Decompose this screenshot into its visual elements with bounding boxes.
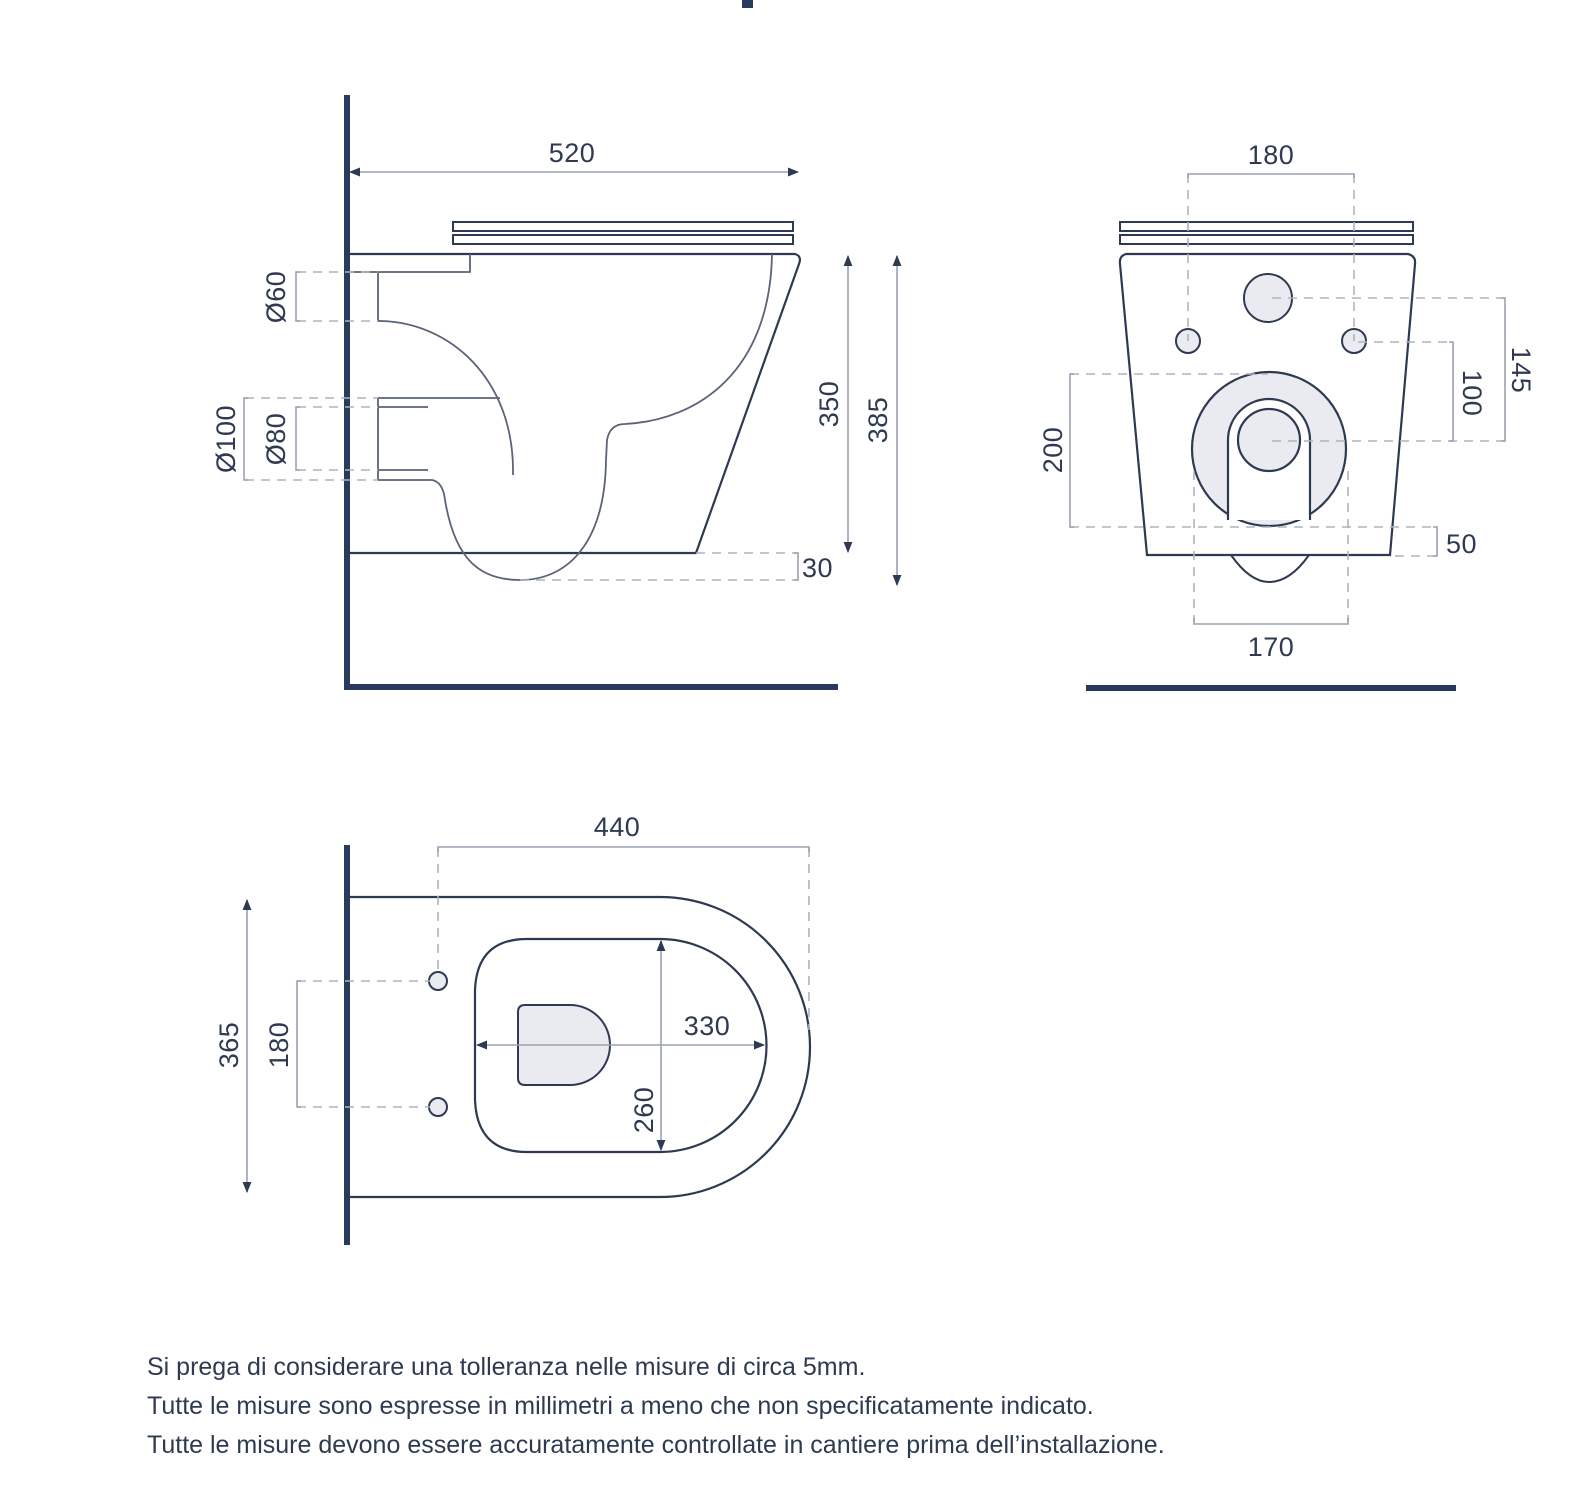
dim-outlet-width-170: 170 xyxy=(1248,632,1295,662)
dim-width-365: 365 xyxy=(214,1022,244,1069)
dim-width-520: 520 xyxy=(549,138,596,168)
note-units: Tutte le misure sono espresse in millime… xyxy=(147,1392,1094,1420)
note-verify: Tutte le misure devono essere accuratame… xyxy=(147,1431,1165,1459)
dim-drop-30: 30 xyxy=(802,553,833,583)
dim-bolts-180: 180 xyxy=(264,1022,294,1069)
dim-inner-330: 330 xyxy=(684,1011,731,1041)
dim-inner-260: 260 xyxy=(629,1087,659,1134)
bowl-outline xyxy=(350,252,801,555)
dim-offset-50: 50 xyxy=(1446,529,1477,559)
dim-inlet-60: Ø60 xyxy=(261,271,291,324)
rear-body xyxy=(1118,252,1417,557)
top-view: 440 365 180 330 260 xyxy=(214,812,812,1245)
dim-outlet-80: Ø80 xyxy=(261,413,291,466)
inner-bowl xyxy=(473,937,768,1154)
notes-block: Si prega di considerare una tolleranza n… xyxy=(147,1348,1165,1465)
dim-depth-440: 440 xyxy=(594,812,641,842)
dim-height-385: 385 xyxy=(863,397,893,444)
bolt-top-1 xyxy=(428,971,448,991)
lid xyxy=(452,221,794,232)
side-view: 520 350 385 30 Ø60 Ø80 Ø100 xyxy=(211,95,902,690)
trap-curve xyxy=(378,253,773,581)
dim-outlet-200: 200 xyxy=(1038,427,1068,474)
dim-bolt-100: 100 xyxy=(1457,370,1487,417)
dim-outlet-100: Ø100 xyxy=(211,405,241,473)
top-outline xyxy=(350,895,812,1199)
note-tolerance: Si prega di considerare una tolleranza n… xyxy=(147,1353,866,1381)
dim-inlet-145: 145 xyxy=(1506,347,1536,394)
seat xyxy=(452,234,794,245)
bolt-top-2 xyxy=(428,1097,448,1117)
inlet-hole xyxy=(1243,273,1293,323)
top-fragment xyxy=(742,0,753,8)
rear-view: 180 145 100 200 50 170 xyxy=(1038,140,1536,691)
dim-height-350: 350 xyxy=(814,381,844,428)
dim-bolt-spacing-180: 180 xyxy=(1248,140,1295,170)
